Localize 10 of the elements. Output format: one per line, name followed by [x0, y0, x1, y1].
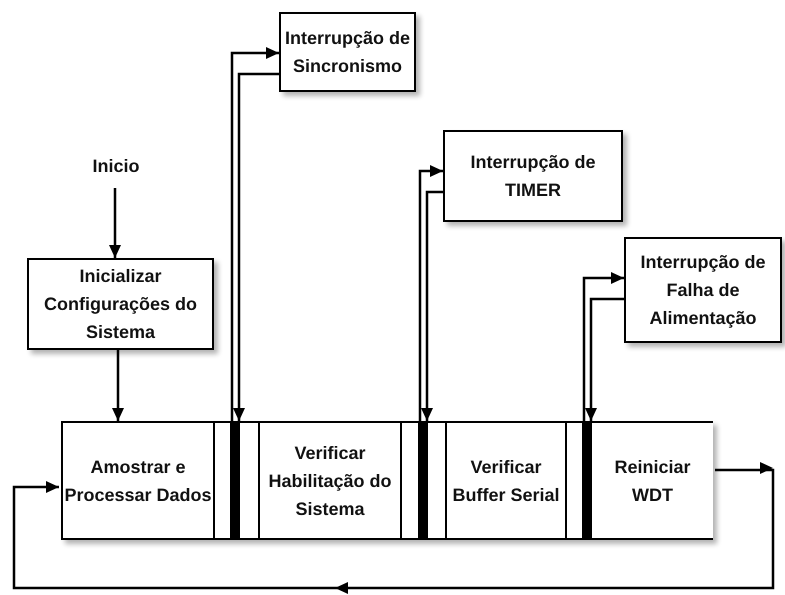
start-label: Inicio [80, 152, 152, 180]
process-box: Interrupção de TIMER [443, 130, 623, 222]
process-box: Amostrar e Processar Dados [63, 423, 215, 538]
process-box: Inicializar Configurações do Sistema [27, 258, 214, 350]
process-box: Reiniciar WDT [592, 423, 713, 538]
process-box: Interrupção de Falha de Alimentação [624, 237, 782, 343]
process-strip [61, 421, 713, 540]
process-box: Interrupção de Sincronismo [279, 12, 416, 92]
process-box: Verificar Habilitação do Sistema [258, 423, 402, 538]
process-box: Verificar Buffer Serial [445, 423, 567, 538]
